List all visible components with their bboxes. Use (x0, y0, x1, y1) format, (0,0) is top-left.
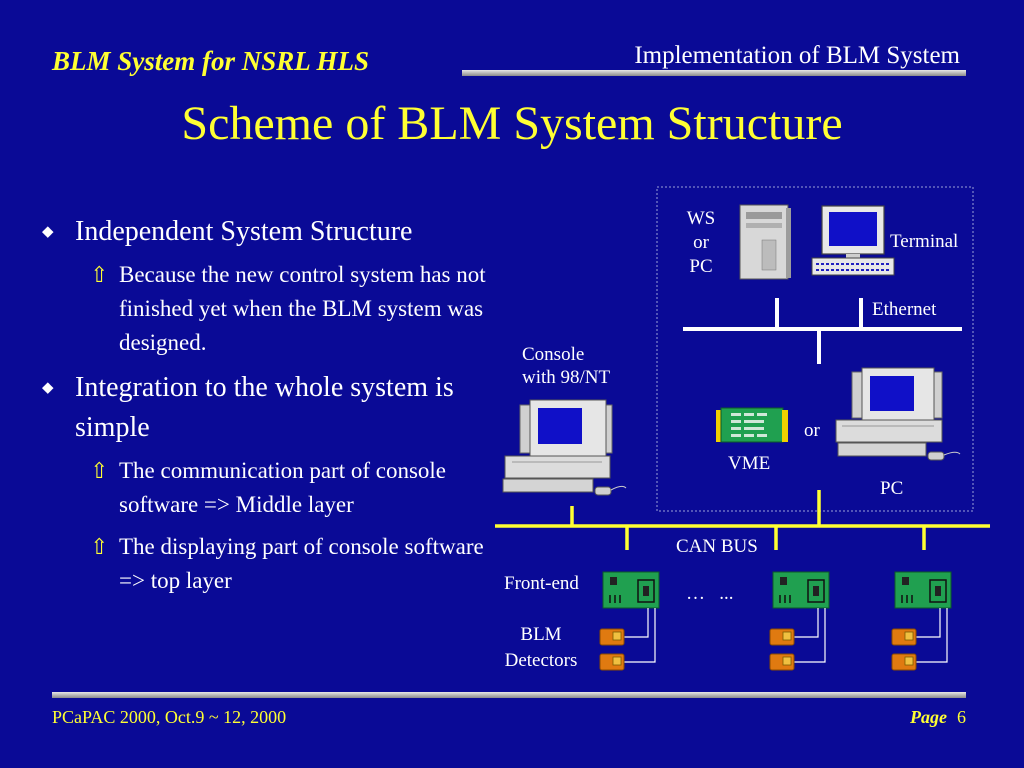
pc-computer-icon (835, 367, 961, 461)
footer-conference: PCaPAC 2000, Oct.9 ~ 12, 2000 (52, 707, 287, 727)
pc-label: PC (880, 478, 904, 499)
presentation-title: BLM System for NSRL HLS (52, 46, 370, 76)
page-label: Page (910, 707, 947, 727)
diagram-enclosure (656, 186, 974, 512)
ethernet-label: Ethernet (872, 299, 937, 320)
terminal-label: Terminal (890, 231, 959, 252)
section-title: Implementation of BLM System (634, 42, 960, 69)
detector-wires (624, 608, 948, 663)
blm-detector-icon (891, 628, 917, 671)
diamond-bullet-icon: ◆ (42, 224, 54, 240)
header-divider (462, 70, 966, 76)
footer-page: Page 6 (910, 707, 966, 728)
blm-detectors-label: BLM Detectors (504, 624, 578, 671)
bullet-text: Integration to the whole system is simpl… (75, 372, 454, 443)
ethernet-line (683, 298, 962, 364)
workstation-tower-icon (739, 204, 791, 280)
sub-bullet-text: The communication part of console softwa… (119, 458, 447, 517)
bullet-list: ◆ Independent System Structure ⇧ Because… (40, 212, 500, 606)
bullet-item: ◆ Independent System Structure (40, 212, 500, 252)
vme-label: VME (728, 453, 771, 474)
footer-divider (52, 692, 966, 698)
frontend-label: Front-end (504, 573, 579, 594)
blm-detector-icon (769, 628, 795, 671)
sub-bullet-item: ⇧ The communication part of console soft… (40, 454, 500, 522)
ellipsis-label: … ... (686, 583, 734, 604)
sub-bullet-text: The displaying part of console software … (119, 534, 484, 593)
console-computer-icon (502, 399, 627, 496)
sub-bullet-text: Because the new control system has not f… (119, 262, 486, 355)
or-label: or (804, 420, 820, 441)
ws-label: WS or PC (686, 208, 716, 277)
diamond-bullet-icon: ◆ (42, 380, 54, 396)
arrow-bullet-icon: ⇧ (90, 458, 109, 483)
slide-title: Scheme of BLM System Structure (181, 97, 843, 150)
arrow-bullet-icon: ⇧ (90, 534, 109, 559)
console-label: Console with 98/NT (522, 344, 611, 388)
vme-board-icon (716, 407, 788, 443)
blm-detector-icon (599, 628, 625, 671)
frontend-board-icon (602, 571, 660, 609)
frontend-board-icon (894, 571, 952, 609)
terminal-icon (811, 205, 895, 276)
bullet-text: Independent System Structure (75, 216, 413, 247)
sub-bullet-item: ⇧ The displaying part of console softwar… (40, 530, 500, 598)
page-number: 6 (957, 707, 966, 727)
bullet-item: ◆ Integration to the whole system is sim… (40, 368, 500, 448)
can-bus-line (495, 490, 990, 550)
can-bus-label: CAN BUS (676, 536, 758, 557)
arrow-bullet-icon: ⇧ (90, 262, 109, 287)
frontend-board-icon (772, 571, 830, 609)
sub-bullet-item: ⇧ Because the new control system has not… (40, 258, 500, 360)
